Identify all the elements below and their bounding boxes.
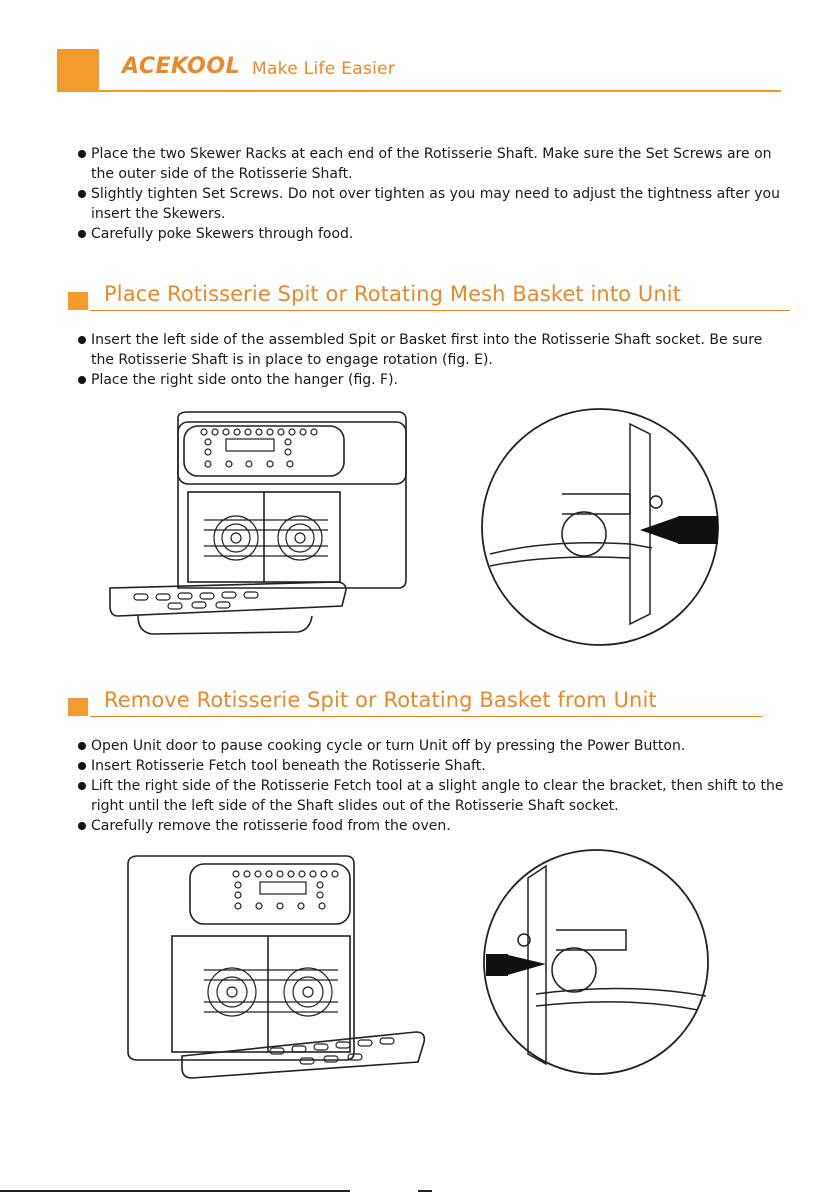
section-rule [90, 716, 762, 717]
footer-mark [418, 1190, 432, 1192]
section1-bullet-list: Insert the left side of the assembled Sp… [78, 330, 788, 390]
shaft-removal-detail-illustration [483, 849, 709, 1075]
shaft-socket-detail-illustration [481, 408, 719, 646]
list-item: Insert Rotisserie Fetch tool beneath the… [78, 756, 788, 776]
list-item: Insert the left side of the assembled Sp… [78, 330, 788, 370]
section-marker [68, 698, 88, 716]
oven-remove-illustration [127, 855, 426, 1079]
brand-logo: ACEKOOL [122, 54, 241, 79]
section-marker [68, 292, 88, 310]
list-item: Slightly tighten Set Screws. Do not over… [78, 184, 788, 224]
brand-tagline: Make Life Easier [252, 59, 396, 79]
list-item: Carefully poke Skewers through food. [78, 224, 788, 244]
section2-bullet-list: Open Unit door to pause cooking cycle or… [78, 736, 788, 836]
list-item: Open Unit door to pause cooking cycle or… [78, 736, 788, 756]
list-item: Place the right side onto the hanger (fi… [78, 370, 788, 390]
header-accent-block [57, 49, 99, 92]
list-item: Lift the right side of the Rotisserie Fe… [78, 776, 788, 816]
list-item: Place the two Skewer Racks at each end o… [78, 144, 788, 184]
header-rule [99, 90, 781, 92]
footer-rule [0, 1190, 350, 1192]
list-item: Carefully remove the rotisserie food fro… [78, 816, 788, 836]
intro-bullet-list: Place the two Skewer Racks at each end o… [78, 144, 788, 244]
section-title: Remove Rotisserie Spit or Rotating Baske… [104, 688, 657, 712]
section-title: Place Rotisserie Spit or Rotating Mesh B… [104, 282, 682, 306]
section-rule [90, 310, 790, 311]
oven-insert-illustration [109, 411, 407, 635]
